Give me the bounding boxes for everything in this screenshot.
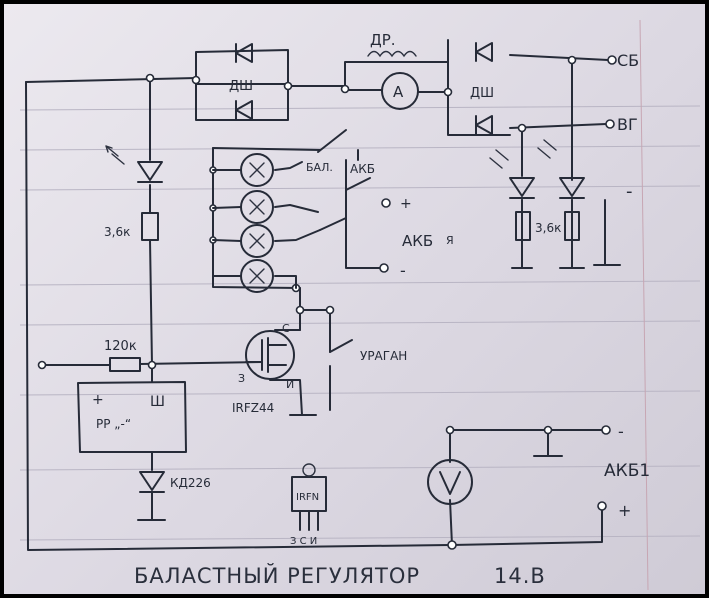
uragan-switch bbox=[329, 339, 353, 381]
choke-coil bbox=[367, 50, 417, 58]
notebook-paper bbox=[4, 4, 705, 594]
uragan-label: УРАГАН bbox=[360, 349, 407, 363]
mosfet bbox=[245, 330, 295, 380]
irfn-package bbox=[291, 463, 327, 531]
voltage-label: 14.В bbox=[494, 564, 546, 588]
akb-label: АКБ bbox=[402, 232, 433, 250]
mosfet-part-label: IRFZ44 bbox=[232, 401, 274, 415]
akb-switch bbox=[345, 149, 371, 191]
voltmeter bbox=[427, 459, 473, 505]
akb-plus-label: + bbox=[400, 196, 412, 212]
bridge-left-label: ДШ bbox=[229, 79, 253, 94]
voltmeter-v-glyph bbox=[439, 471, 461, 495]
pr-plus-label: + bbox=[92, 392, 104, 408]
pkg-pins-label: З С И bbox=[290, 536, 317, 547]
bridge-right-label: ДШ bbox=[470, 86, 494, 101]
page-title: БАЛАСТНЫЙ РЕГУЛЯТОР bbox=[134, 563, 420, 588]
paper-rules bbox=[19, 19, 701, 591]
mosfet-i-label: И bbox=[286, 378, 294, 391]
akb-sub-label: Я bbox=[446, 234, 454, 247]
out-minus-label: - bbox=[626, 181, 633, 202]
akb-minus-label: - bbox=[400, 261, 406, 280]
out-vg-label: ВГ bbox=[617, 115, 638, 134]
akb-switch-label: АКБ bbox=[350, 162, 375, 176]
mosfet-z-label: З bbox=[238, 372, 245, 385]
wires bbox=[25, 39, 621, 551]
lamps bbox=[212, 129, 347, 293]
akb1-plus-label: + bbox=[618, 501, 631, 520]
pr-sh-label: Ш bbox=[150, 394, 165, 410]
mosfet-c-label: С bbox=[282, 322, 290, 335]
bal-label: БАЛ. bbox=[306, 161, 333, 174]
r120k-label: 120к bbox=[104, 339, 137, 354]
r36k-left-label: 3,6к bbox=[104, 225, 130, 239]
pkg-part-label: IRFN bbox=[296, 492, 319, 503]
diode-label: КД226 bbox=[170, 476, 211, 490]
akb1-minus-label: - bbox=[618, 422, 624, 441]
r36k-right-label: 3,6к bbox=[535, 221, 561, 235]
ammeter bbox=[381, 72, 419, 110]
ammeter-label: A bbox=[393, 83, 404, 101]
akb1-label: АКБ1 bbox=[604, 461, 650, 481]
choke-label: ДР. bbox=[370, 31, 396, 49]
diodes bbox=[105, 42, 585, 493]
resistors bbox=[109, 199, 580, 372]
pr-label: РР „-“ bbox=[96, 417, 131, 431]
terminals bbox=[379, 55, 617, 511]
out-sb-label: СБ bbox=[617, 51, 639, 70]
